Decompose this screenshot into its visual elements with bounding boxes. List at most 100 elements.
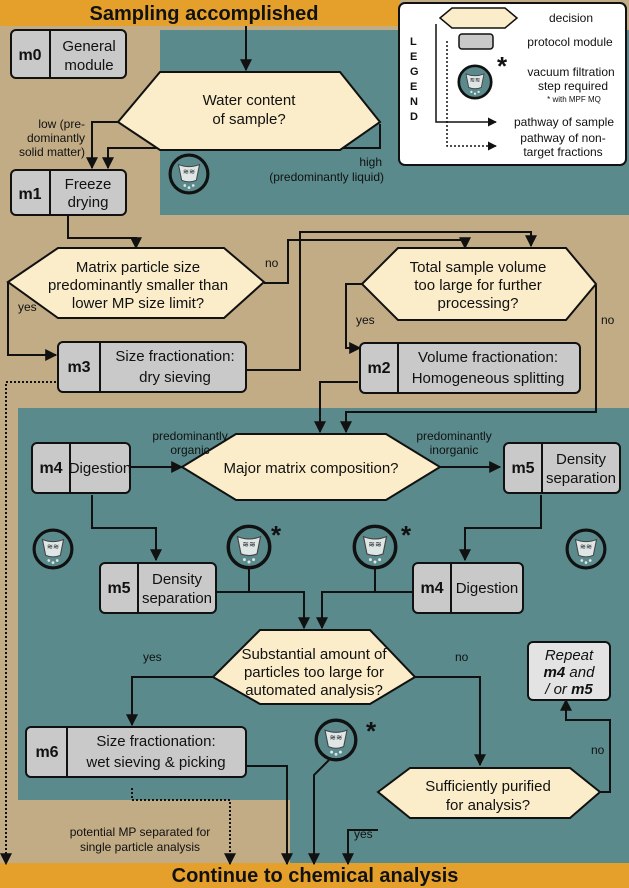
module-m6-line1: Size fractionation: xyxy=(96,733,215,750)
module-m4-right-line1: Digestion xyxy=(456,580,519,597)
filtration-icon-2 xyxy=(32,528,74,570)
repeat-line3-module: m5 xyxy=(571,681,593,698)
repeat-line2-and: and xyxy=(565,664,595,681)
decision-composition-line1: Major matrix composition? xyxy=(223,460,398,477)
legend-sample-label: pathway of sample xyxy=(514,115,614,129)
decision-water-line2: of sample? xyxy=(212,111,285,128)
module-m2-line2: Homogeneous splitting xyxy=(412,370,565,387)
label-inorganic-1: predominantly xyxy=(416,429,491,443)
legend-asterisk: * xyxy=(497,51,508,81)
decision-volume-line1: Total sample volume xyxy=(410,259,547,276)
legend-letter-n: N xyxy=(410,96,418,108)
repeat-box: Repeat m4 and / or m5 xyxy=(527,641,611,701)
asterisk-6: * xyxy=(366,716,377,746)
decision-volume-line2: too large for further xyxy=(414,277,542,294)
module-m1-code: m1 xyxy=(18,186,41,203)
module-m5-left-line2: separation xyxy=(142,590,212,607)
module-m0-code: m0 xyxy=(18,47,41,64)
module-m1-line2: drying xyxy=(68,194,109,211)
module-m4-left-line1: Digestion xyxy=(69,460,132,477)
edge-labels: low (pre- dominantly solid matter) high … xyxy=(18,117,615,854)
legend-sample-path xyxy=(435,24,497,127)
filtration-icon-6 xyxy=(314,718,358,762)
decision-purified: Sufficiently purified for analysis? xyxy=(376,767,602,819)
legend-nontarget-label-1: pathway of non- xyxy=(520,131,605,145)
label-organic-1: predominantly xyxy=(152,429,227,443)
module-m5-right-line1: Density xyxy=(556,451,607,468)
module-m2-code: m2 xyxy=(367,360,390,377)
asterisk-3: * xyxy=(271,520,282,550)
module-m4-left: m4 Digestion xyxy=(31,442,132,494)
legend-letter-l: L xyxy=(410,36,417,48)
decision-matrix: Matrix particle size predominantly small… xyxy=(6,247,266,319)
label-inorganic-2: inorganic xyxy=(430,443,479,457)
label-low-3: solid matter) xyxy=(19,145,85,159)
label-purified-no: no xyxy=(591,743,605,757)
decision-purified-line1: Sufficiently purified xyxy=(425,778,551,795)
decision-matrix-line3: lower MP size limit? xyxy=(72,295,204,312)
module-m2: m2 Volume fractionation: Homogeneous spl… xyxy=(359,342,581,394)
label-high-2: (predominantly liquid) xyxy=(269,170,384,184)
decision-substantial-line1: Substantial amount of xyxy=(241,646,387,663)
module-m5-left-line1: Density xyxy=(152,571,203,588)
label-potential-1: potential MP separated for xyxy=(70,825,211,839)
legend-letter-e2: E xyxy=(410,81,417,93)
module-m1: m1 Freeze drying xyxy=(10,169,127,216)
label-low-2: dominantly xyxy=(27,131,85,145)
legend-decision-label: decision xyxy=(549,11,593,25)
decision-matrix-line1: Matrix particle size xyxy=(76,259,200,276)
module-m2-line1: Volume fractionation: xyxy=(418,349,558,366)
legend-module-label: protocol module xyxy=(527,35,613,49)
label-potential-2: single particle analysis xyxy=(80,840,200,854)
decision-water: Water content of sample? xyxy=(116,71,382,151)
asterisk-4: * xyxy=(401,520,412,550)
nontarget-connectors xyxy=(0,381,236,866)
repeat-line1: Repeat xyxy=(545,647,594,664)
module-m0-line2: module xyxy=(64,57,113,74)
module-m4-right-code: m4 xyxy=(420,580,443,597)
decision-composition: Major matrix composition? xyxy=(180,433,442,501)
module-m5-left-code: m5 xyxy=(107,580,130,597)
module-m3-line2: dry sieving xyxy=(139,369,211,386)
decision-volume: Total sample volume too large for furthe… xyxy=(360,247,598,321)
repeat-line3: / or m5 xyxy=(544,681,593,698)
legend-decision-icon xyxy=(438,7,519,29)
module-m5-right-line2: separation xyxy=(546,470,616,487)
module-m3: m3 Size fractionation: dry sieving xyxy=(57,341,247,393)
module-m0-line1: General xyxy=(62,38,115,55)
legend-filter-label-2: step required xyxy=(538,79,608,93)
banner-bottom xyxy=(0,863,629,888)
decision-water-line1: Water content xyxy=(203,92,297,109)
repeat-line2-module: m4 xyxy=(544,664,566,681)
legend-letter-e: E xyxy=(410,51,417,63)
legend-filtration-icon xyxy=(457,64,493,100)
module-m6-line2: wet sieving & picking xyxy=(85,754,225,771)
legend-letter-g: G xyxy=(410,66,419,78)
label-purified-yes: yes xyxy=(354,827,373,841)
connectors xyxy=(7,26,611,866)
banner-top xyxy=(0,0,400,26)
module-m5-right: m5 Density separation xyxy=(503,442,621,494)
banner-top-text: Sampling accomplished xyxy=(90,3,319,25)
label-volume-yes: yes xyxy=(356,313,375,327)
module-m5-right-code: m5 xyxy=(511,460,534,477)
module-m4-left-code: m4 xyxy=(39,460,62,477)
decision-purified-line2: for analysis? xyxy=(446,797,530,814)
filtration-icon-4 xyxy=(352,524,398,570)
legend-filter-note: * with MPF MQ xyxy=(547,95,601,104)
module-m3-line1: Size fractionation: xyxy=(115,348,234,365)
filtration-icon-3 xyxy=(226,524,272,570)
decision-substantial: Substantial amount of particles too larg… xyxy=(211,629,417,705)
label-matrix-yes: yes xyxy=(18,300,37,314)
repeat-line3-or: / or xyxy=(544,681,571,698)
module-m1-line1: Freeze xyxy=(65,176,112,193)
module-m6-code: m6 xyxy=(35,744,58,761)
repeat-line2: m4 and xyxy=(544,664,596,681)
label-low-1: low (pre- xyxy=(38,117,85,131)
decision-matrix-line2: predominantly smaller than xyxy=(48,277,228,294)
label-organic-2: organic xyxy=(170,443,209,457)
banner-bottom-text: Continue to chemical analysis xyxy=(172,865,459,887)
module-m3-code: m3 xyxy=(67,359,90,376)
legend-letter-d: D xyxy=(410,111,418,123)
